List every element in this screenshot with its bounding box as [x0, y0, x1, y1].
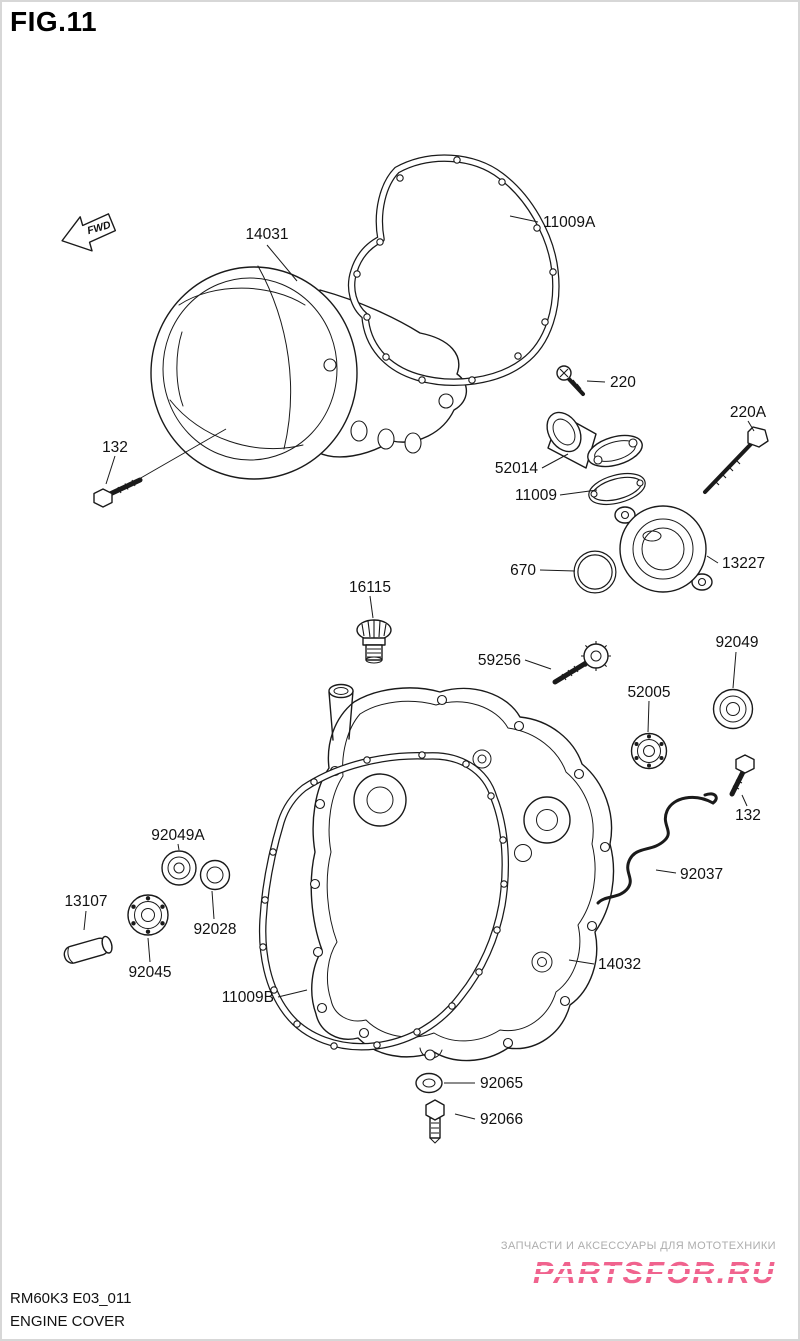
- part-670-drawing: [573, 550, 617, 594]
- part-label-132-left: 132: [102, 439, 128, 456]
- page-footer: RM60K3 E03_011 ENGINE COVER: [10, 1287, 131, 1334]
- part-220a-drawing: [703, 426, 769, 494]
- part-labels: 14031 11009A 220 220A 132 52014 11009 67…: [64, 214, 766, 1128]
- part-92045-drawing: [127, 894, 169, 936]
- part-11009-drawing: [588, 472, 646, 506]
- part-label-92065: 92065: [480, 1075, 523, 1092]
- part-52014-drawing: [546, 411, 643, 469]
- part-label-16115: 16115: [349, 579, 391, 596]
- figure-title: FIG.11: [10, 6, 98, 37]
- part-label-13107: 13107: [64, 893, 107, 910]
- part-92049a-drawing: [161, 850, 197, 886]
- part-label-11009b: 11009B: [222, 989, 274, 1006]
- part-92028-drawing: [199, 859, 231, 891]
- watermark-brand-wrap: PARTSFOR.RU: [528, 1255, 780, 1291]
- watermark-brand: PARTSFOR.RU: [532, 1255, 776, 1290]
- watermark: ЗАПЧАСТИ И АКСЕССУАРЫ ДЛЯ МОТОТЕХНИКИ PA…: [500, 1240, 780, 1291]
- part-92049-drawing: [712, 688, 754, 730]
- part-label-52014: 52014: [495, 460, 538, 477]
- part-59256-drawing: [552, 641, 611, 685]
- part-label-11009: 11009: [515, 487, 557, 504]
- part-14032-drawing: [309, 683, 615, 1062]
- part-label-92037: 92037: [680, 866, 723, 883]
- part-label-14031: 14031: [245, 226, 288, 243]
- part-92037-drawing: [596, 792, 718, 905]
- part-132-right-drawing: [729, 754, 755, 797]
- part-11009a-drawing: [347, 154, 560, 386]
- watermark-stripe: [528, 1266, 780, 1269]
- part-label-52005: 52005: [627, 684, 670, 701]
- leader-lines: [83, 215, 755, 1120]
- part-52005-drawing: [630, 732, 668, 770]
- part-132-left-drawing: [93, 428, 227, 508]
- part-label-92028: 92028: [193, 921, 236, 938]
- figure-name: ENGINE COVER: [10, 1312, 126, 1330]
- part-13107-drawing: [63, 935, 113, 964]
- part-label-92066: 92066: [480, 1111, 523, 1128]
- part-label-59256: 59256: [478, 652, 521, 669]
- part-220-drawing: [556, 365, 585, 396]
- part-label-14032: 14032: [598, 956, 641, 973]
- model-code: RM60K3 E03_011: [10, 1289, 132, 1307]
- watermark-tagline: ЗАПЧАСТИ И АКСЕССУАРЫ ДЛЯ МОТОТЕХНИКИ: [500, 1240, 776, 1252]
- part-label-132-right: 132: [735, 807, 761, 824]
- part-14031-drawing: [150, 265, 468, 480]
- part-label-220a: 220A: [730, 404, 767, 421]
- part-16115-drawing: [356, 619, 392, 664]
- part-13227-drawing: [614, 505, 713, 593]
- part-92065-drawing: [415, 1072, 443, 1094]
- part-92066-drawing: [425, 1099, 445, 1144]
- part-label-92049: 92049: [715, 634, 758, 651]
- part-label-13227: 13227: [722, 555, 765, 572]
- watermark-stripe: [528, 1274, 780, 1277]
- part-label-92045: 92045: [128, 964, 171, 981]
- part-label-670: 670: [510, 562, 536, 579]
- part-label-11009a: 11009A: [543, 214, 596, 231]
- part-label-92049a: 92049A: [151, 827, 205, 844]
- part-11009b-drawing: [258, 751, 510, 1051]
- part-label-220: 220: [610, 374, 636, 391]
- fwd-arrow-icon: FWD: [61, 213, 117, 252]
